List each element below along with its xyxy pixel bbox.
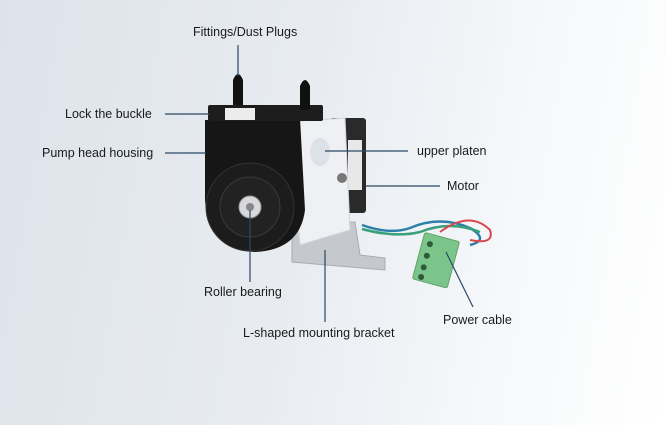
label-motor: Motor xyxy=(447,179,479,193)
label-power-cable: Power cable xyxy=(443,313,512,327)
label-mounting-bracket: L-shaped mounting bracket xyxy=(243,326,395,340)
label-lock-buckle: Lock the buckle xyxy=(65,107,152,121)
label-fittings: Fittings/Dust Plugs xyxy=(193,25,298,39)
label-roller-bearing: Roller bearing xyxy=(204,285,282,299)
power-connector xyxy=(412,232,460,289)
label-upper-platen: upper platen xyxy=(417,144,487,158)
dust-plug-right xyxy=(300,80,310,110)
dust-plug-left xyxy=(233,74,243,105)
label-pump-head-housing: Pump head housing xyxy=(42,146,154,160)
leader-lines xyxy=(165,45,474,322)
